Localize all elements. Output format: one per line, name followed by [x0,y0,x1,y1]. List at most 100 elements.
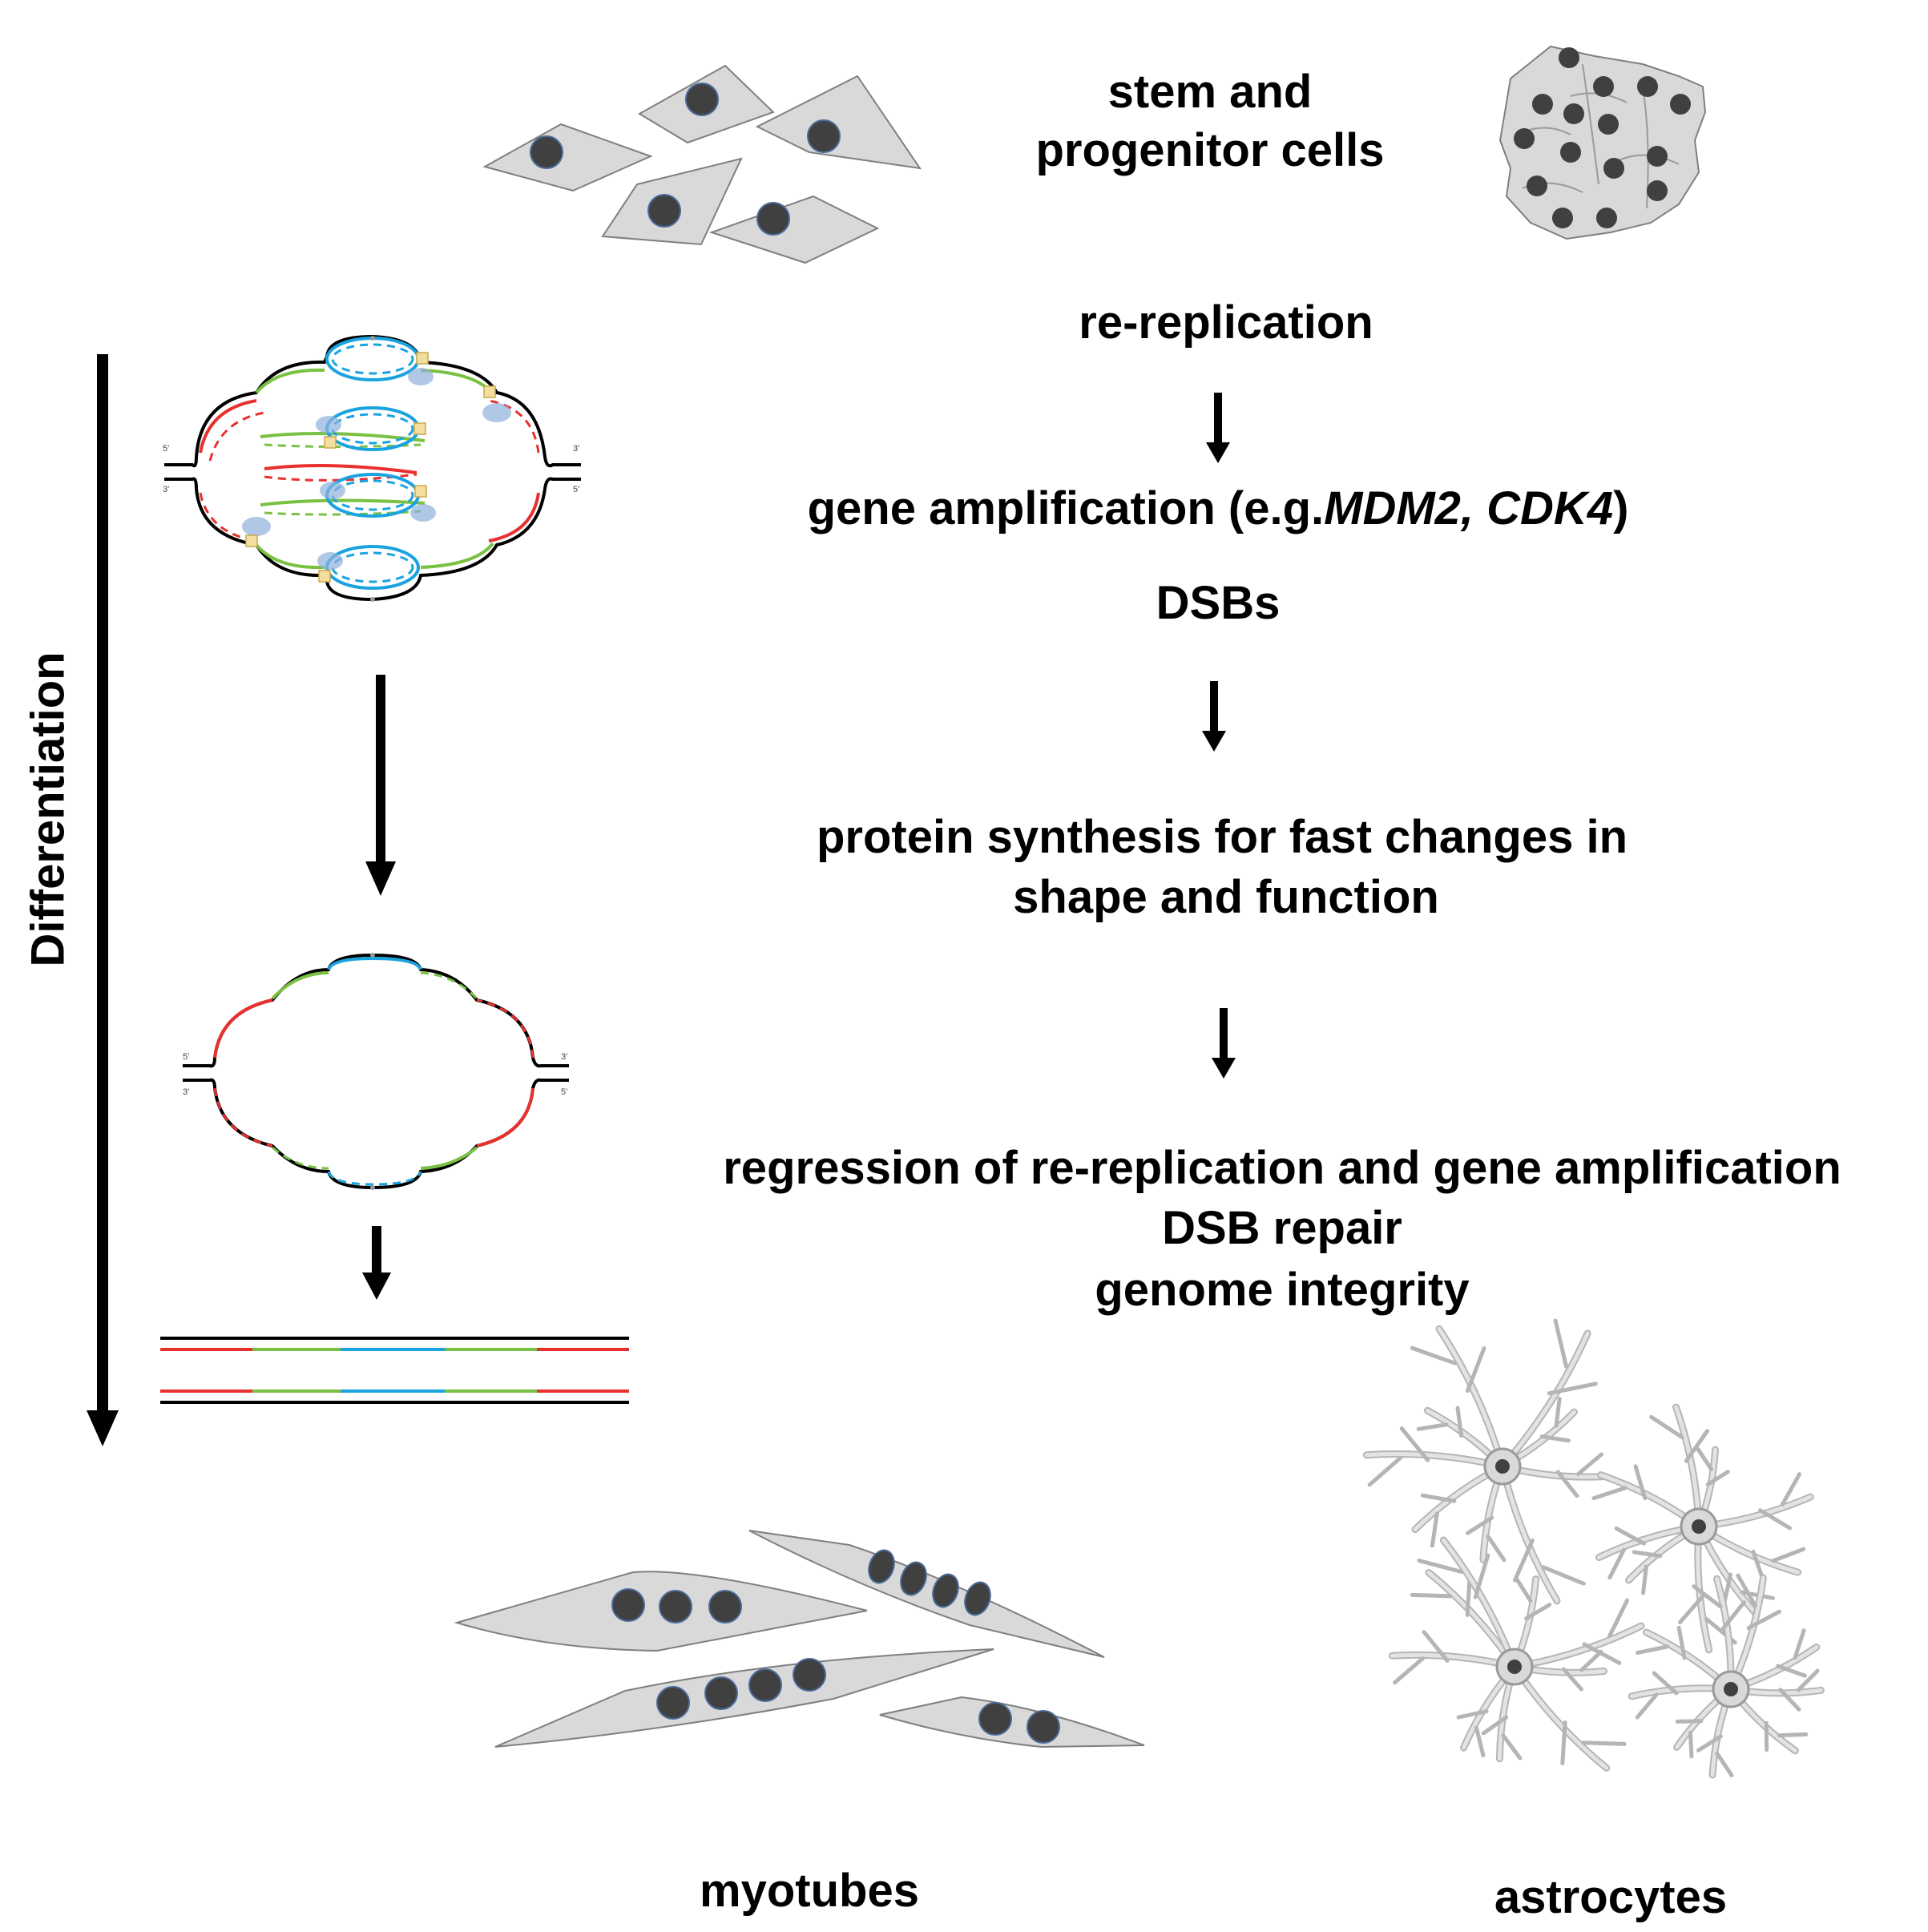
linear-dna-duplex [160,1337,629,1404]
label-gene-amplification: gene amplification (e.g.MDM2, CDK4) [721,481,1715,537]
myotube-cells [454,1530,1145,1748]
astrocyte-branch [1688,1730,1694,1759]
label-regression: regression of re-replication and gene am… [723,1142,1841,1194]
label-differentiation: Differentiation [22,651,75,967]
astrocyte-branch [1474,1725,1486,1758]
astrocyte-branch [1430,1511,1439,1548]
label-dsbs: DSBs [1156,577,1281,629]
strand-label-5prime-bottom-1: 5' [573,485,579,494]
astrocyte-branch [1746,1609,1782,1631]
astrocyte-branch [1513,1538,1535,1583]
astrocyte-branch [1547,1381,1598,1396]
astrocyte-branch [1393,1656,1426,1685]
astrocyte-branch [1466,1346,1486,1394]
strand-label-3prime-bottom-1: 3' [163,485,169,494]
astrocyte-branch [1607,1547,1627,1580]
astrocyte-branch [1776,1664,1807,1678]
structure-arrow-1 [365,675,396,896]
astrocyte-process [1511,1622,1645,1671]
label-progenitor-cells: progenitor cells [1035,124,1385,176]
astrocyte-branch [1486,1534,1507,1563]
astrocyte-branch [1561,1667,1583,1692]
astrocyte-branch [1649,1414,1684,1439]
gene-amp-genes: MDM2, CDK4 [1324,482,1614,534]
astrocyte-nucleus [1724,1682,1738,1696]
astrocyte-branch [1576,1452,1604,1476]
label-protein-synthesis-line2: shape and function [1013,871,1439,923]
astrocyte-branch [1416,1422,1449,1431]
astrocyte-nucleus [1692,1519,1706,1534]
astrocyte-branch [1736,1573,1757,1608]
astrocyte-branch [1684,1429,1709,1463]
astrocyte-process [1498,1329,1591,1470]
strand-label-3prime-bottom-2: 3' [183,1087,189,1097]
astrocyte-branch [1720,1600,1746,1631]
single-replication-bubble [183,953,569,1190]
strand-label-5prime-top-1: 5' [163,444,169,454]
label-stem: stem and [1107,66,1313,118]
astrocyte-branch [1636,1644,1670,1656]
astrocyte-branch [1793,1628,1806,1660]
astrocyte-branch [1705,1470,1730,1486]
astrocyte-process [1511,1663,1611,1772]
astrocyte-branch [1524,1603,1552,1621]
astrocyte-branch [1555,1470,1579,1498]
astrocyte-branch [1514,1575,1533,1603]
astrocyte-branch [1410,1592,1453,1599]
astrocyte-branch [1541,1565,1586,1586]
astrocyte-branch [1399,1426,1430,1462]
astrocyte-branch [1456,1709,1489,1720]
astrocyte-branch [1633,1464,1648,1501]
astrocyte-process [1435,1325,1507,1470]
astrocyte-branch [1420,1493,1457,1503]
astrocyte-branch [1635,1692,1659,1720]
astrocyte-branch [1422,1630,1450,1663]
strand-label-5prime-bottom-2: 5' [561,1087,567,1097]
astrocyte-branch [1554,1397,1562,1428]
astrocyte-branch [1481,1715,1509,1736]
astrocyte-branch [1641,1564,1648,1595]
astrocyte-branch [1560,1720,1567,1766]
astrocyte-branch [1771,1547,1806,1563]
strand-label-3prime-top-2: 3' [561,1052,567,1062]
astrocyte-branch [1607,1598,1630,1639]
astrocyte-branch [1777,1732,1809,1738]
gene-amp-suffix: ) [1613,482,1629,534]
astrocyte-branch [1539,1434,1571,1443]
astrocyte-branch [1501,1733,1523,1761]
astrocyte-branch [1780,1472,1802,1506]
astrocyte-branch [1455,1406,1464,1438]
astrocyte-branch [1466,1515,1494,1535]
astrocyte-branch [1632,1550,1663,1559]
process-arrow-3 [1212,1008,1236,1079]
astrocyte-branch [1579,1649,1603,1672]
label-myotubes: myotubes [700,1865,919,1917]
astrocyte-branch [1696,1734,1723,1753]
gene-amp-prefix: gene amplification (e.g. [807,482,1325,534]
label-protein-synthesis-line1: protein synthesis for fast changes in [817,811,1628,863]
astrocyte-branch [1758,1508,1793,1531]
label-genome-integrity: genome integrity [1095,1264,1470,1316]
differentiation-arrow [87,354,119,1446]
astrocyte-nucleus [1495,1459,1510,1474]
strand-label-3prime-top-1: 3' [573,444,579,454]
astrocyte-branch [1692,1584,1723,1609]
astrocyte-branch [1591,1486,1628,1501]
stem-cells-spindle [482,64,922,264]
astrocyte-branch [1417,1559,1464,1574]
progenitor-cell-cluster [1498,45,1707,240]
astrocyte-branch [1696,1447,1713,1471]
astrocyte-branch [1410,1345,1458,1365]
label-rereplication: re-replication [1079,296,1373,349]
astrocyte-branch [1715,1751,1734,1778]
astrocyte-process [1500,1331,1590,1469]
astrocyte-nucleus [1507,1660,1522,1674]
astrocyte-branch [1367,1455,1403,1487]
astrocyte-branch [1582,1642,1622,1665]
strand-label-5prime-top-2: 5' [183,1052,189,1062]
rereplication-bubble-structure [164,334,581,602]
astrocyte-branch [1778,1688,1801,1712]
process-arrow-1 [1206,393,1230,463]
astrocyte-branch [1675,1719,1704,1724]
